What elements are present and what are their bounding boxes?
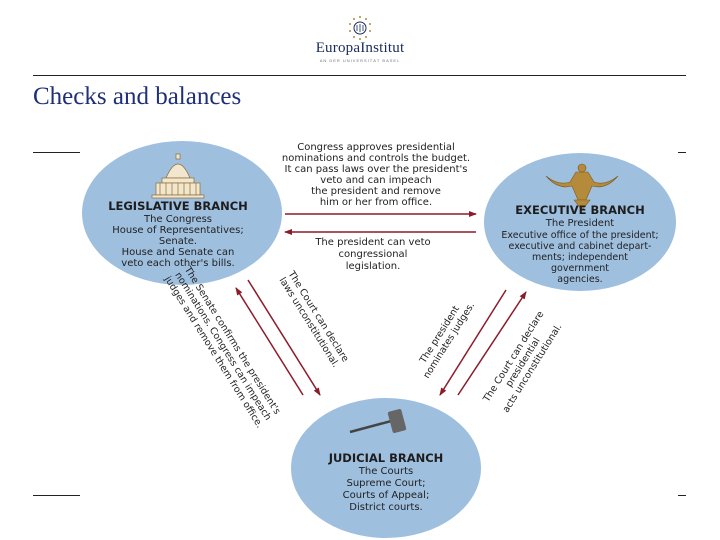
judicial-line: Supreme Court; [347,478,426,489]
senate-checks-line: nominations. Congress can impeach [172,270,273,422]
judicial-line: The Courts [358,466,413,477]
judicial-line: Courts of Appeal; [343,490,430,501]
judicial-line: District courts. [349,502,422,513]
right-upper-rule [678,152,686,153]
executive-title: EXECUTIVE BRANCH [515,203,644,217]
left-upper-rule [33,152,80,153]
congress-checks-line: him or her from office. [320,197,432,208]
president-checks-line: congressional [339,249,408,260]
logo-name: EuropaInstitut [315,40,405,56]
logo-tagline: AN DER UNIVERSITÄT BASEL [319,58,401,63]
legislative-line: veto each other's bills. [121,258,234,269]
executive-circle [484,153,676,291]
arrow-to-judicial-right [439,289,507,396]
capitol-icon [151,153,205,199]
arrow-to-judicial-left [247,279,321,396]
star-circle-emblem-icon [349,16,371,40]
congress-checks-line: nominations and controls the budget. [282,153,470,164]
legislative-line: Senate. [159,236,197,247]
legislative-title: LEGISLATIVE BRANCH [108,199,248,213]
judicial-circle [291,398,481,538]
executive-line: Executive office of the president; [501,230,658,241]
judicial-title: JUDICIAL BRANCH [328,451,444,465]
executive-line: agencies. [557,274,602,285]
arrow-to-executive-from-court [457,291,527,396]
legislative-line: House and Senate can [122,247,235,258]
slide-title: Checks and balances [33,83,242,110]
gavel-icon [349,409,407,434]
title-top-rule [33,75,686,76]
logo: EuropaInstitut AN DER UNIVERSITÄT BASEL [0,0,720,70]
congress-checks-line: It can pass laws over the president's [285,164,468,175]
executive-line: government [551,263,609,274]
executive-line: The President [545,218,615,229]
right-lower-rule [678,495,686,496]
senate-checks-line: judges and remove them from office. [161,274,264,430]
congress-checks-line: Congress approves presidential [297,142,455,153]
president-checks-line: legislation. [346,261,401,272]
congress-checks-line: the president and remove [311,186,441,197]
congress-checks-line: veto and can impeach [320,175,431,186]
left-lower-rule [33,495,80,496]
senate-checks-line: The Senate confirms the president's [181,264,282,417]
court-congress-line: The Court can declare [285,268,351,364]
executive-line: ments; independent [532,252,628,263]
arrow-to-legislative-from-court [235,287,304,396]
executive-line: executive and cabinet depart- [509,241,652,252]
legislative-line: The Congress [143,214,212,225]
eagle-icon [545,163,619,211]
president-checks-line: The president can veto [314,237,430,248]
legislative-circle [82,141,282,285]
legislative-line: House of Representatives; [112,225,243,236]
